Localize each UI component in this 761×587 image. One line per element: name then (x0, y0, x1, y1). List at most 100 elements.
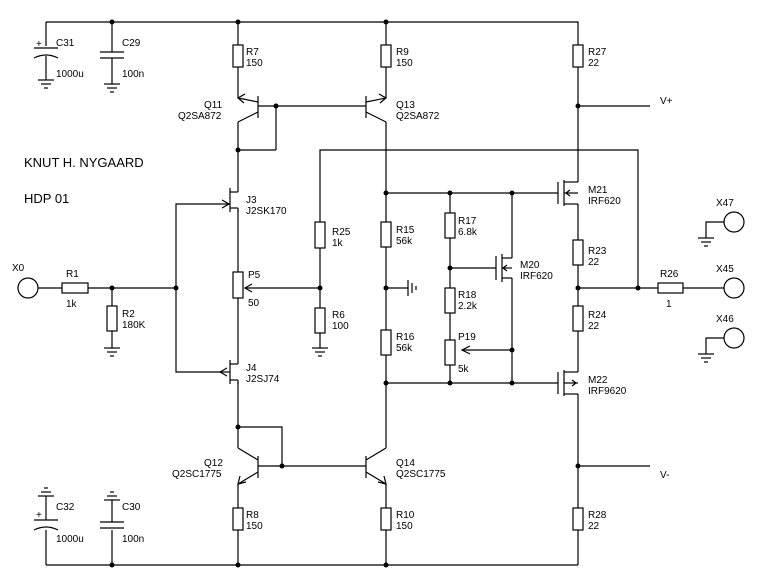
c29-ref: C29 (122, 38, 141, 49)
m21-val: IRF620 (588, 196, 621, 207)
m22-val: IRF9620 (588, 386, 627, 397)
resistor-r28 (572, 507, 584, 531)
resistor-r25 (314, 221, 326, 249)
mosfet-m21 (557, 180, 579, 206)
resistor-r15 (380, 221, 392, 248)
p5-val: 50 (248, 298, 260, 309)
r6-val: 100 (332, 321, 349, 332)
svg-text:+: + (36, 510, 42, 521)
c30-ref: C30 (122, 502, 141, 513)
p19-val: 5k (458, 364, 470, 375)
x47-label: X47 (716, 198, 734, 209)
x45-label: X45 (716, 264, 734, 275)
r2-val: 180K (122, 320, 146, 331)
resistor-r23 (572, 239, 584, 266)
author-label: KNUT H. NYGAARD (24, 155, 144, 170)
r9-ref: R9 (396, 47, 409, 58)
r27-ref: R27 (588, 47, 607, 58)
r23-ref: R23 (588, 246, 607, 257)
resistor-r10 (380, 507, 392, 531)
r1-ref: R1 (66, 269, 79, 280)
p5-ref: P5 (248, 270, 261, 281)
q14-ref: Q14 (396, 458, 415, 469)
resistor-r17 (444, 212, 456, 239)
terminal-x45 (723, 277, 745, 299)
m21-ref: M21 (588, 185, 608, 196)
mosfet-m22 (557, 370, 579, 396)
transistor-q14 (365, 447, 387, 485)
r15-val: 56k (396, 236, 413, 247)
resistor-r18 (444, 287, 456, 314)
r10-ref: R10 (396, 510, 415, 521)
q13-ref: Q13 (396, 100, 415, 111)
j4-ref: J4 (246, 363, 257, 374)
r16-val: 56k (396, 343, 413, 354)
terminals (17, 211, 745, 349)
r18-val: 2.2k (458, 301, 478, 312)
terminal-x0 (17, 277, 39, 299)
m20-val: IRF620 (520, 271, 553, 282)
junctions (109, 19, 641, 568)
r9-val: 150 (396, 58, 413, 69)
transistor-q12 (237, 447, 259, 485)
capacitor-c30 (100, 500, 124, 529)
r18-ref: R18 (458, 290, 477, 301)
rail-vpos: V+ (660, 96, 673, 107)
transistor-q13 (365, 93, 388, 123)
r25-ref: R25 (332, 227, 351, 238)
rail-vneg: V- (660, 470, 669, 481)
c32-val: 1000u (56, 534, 84, 545)
m22-ref: M22 (588, 375, 608, 386)
model-label: HDP 01 (24, 191, 69, 206)
r24-val: 22 (588, 321, 600, 332)
capacitor-c29 (100, 51, 124, 84)
r6-ref: R6 (332, 310, 345, 321)
r2-ref: R2 (122, 309, 135, 320)
jfet-j4 (218, 360, 239, 384)
ground-symbols (38, 79, 714, 501)
r16-ref: R16 (396, 332, 415, 343)
c30-val: 100n (122, 534, 144, 545)
resistor-r1 (61, 282, 89, 294)
terminal-x47 (723, 211, 745, 233)
r23-val: 22 (588, 257, 600, 268)
r17-val: 6.8k (458, 227, 478, 238)
potentiometer-p5 (232, 271, 320, 299)
r24-ref: R24 (588, 310, 607, 321)
r28-val: 22 (588, 521, 600, 532)
resistor-r27 (572, 44, 584, 68)
resistor-r6 (314, 307, 326, 334)
c31-ref: C31 (56, 38, 75, 49)
x0-label: X0 (12, 263, 25, 274)
r26-ref: R26 (660, 269, 679, 280)
q13-val: Q2SA872 (396, 111, 440, 122)
resistor-r8 (232, 507, 244, 531)
q12-val: Q2SC1775 (172, 469, 222, 480)
transistor-q11 (236, 93, 259, 123)
mosfet-m20 (495, 254, 512, 282)
resistor-r9 (380, 44, 392, 68)
r26-val: 1 (666, 299, 672, 310)
r27-val: 22 (588, 58, 600, 69)
c31-val: 1000u (56, 69, 84, 80)
c32-ref: C32 (56, 502, 75, 513)
resistor-r7 (232, 44, 244, 68)
capacitor-c32: + (33, 496, 59, 531)
resistor-r26 (657, 282, 684, 294)
r10-val: 150 (396, 521, 413, 532)
j4-val: J2SJ74 (246, 374, 280, 385)
q11-val: Q2SA872 (178, 111, 222, 122)
r7-ref: R7 (246, 47, 259, 58)
r7-val: 150 (246, 58, 263, 69)
m20-ref: M20 (520, 260, 540, 271)
resistor-r16 (380, 329, 392, 356)
p19-ref: P19 (458, 332, 476, 343)
r1-val: 1k (66, 299, 78, 310)
r28-ref: R28 (588, 510, 607, 521)
j3-val: J2SK170 (246, 206, 287, 217)
q12-ref: Q12 (204, 458, 223, 469)
capacitor-c31: + (33, 39, 59, 80)
q11-ref: Q11 (204, 100, 223, 111)
r25-val: 1k (332, 238, 344, 249)
